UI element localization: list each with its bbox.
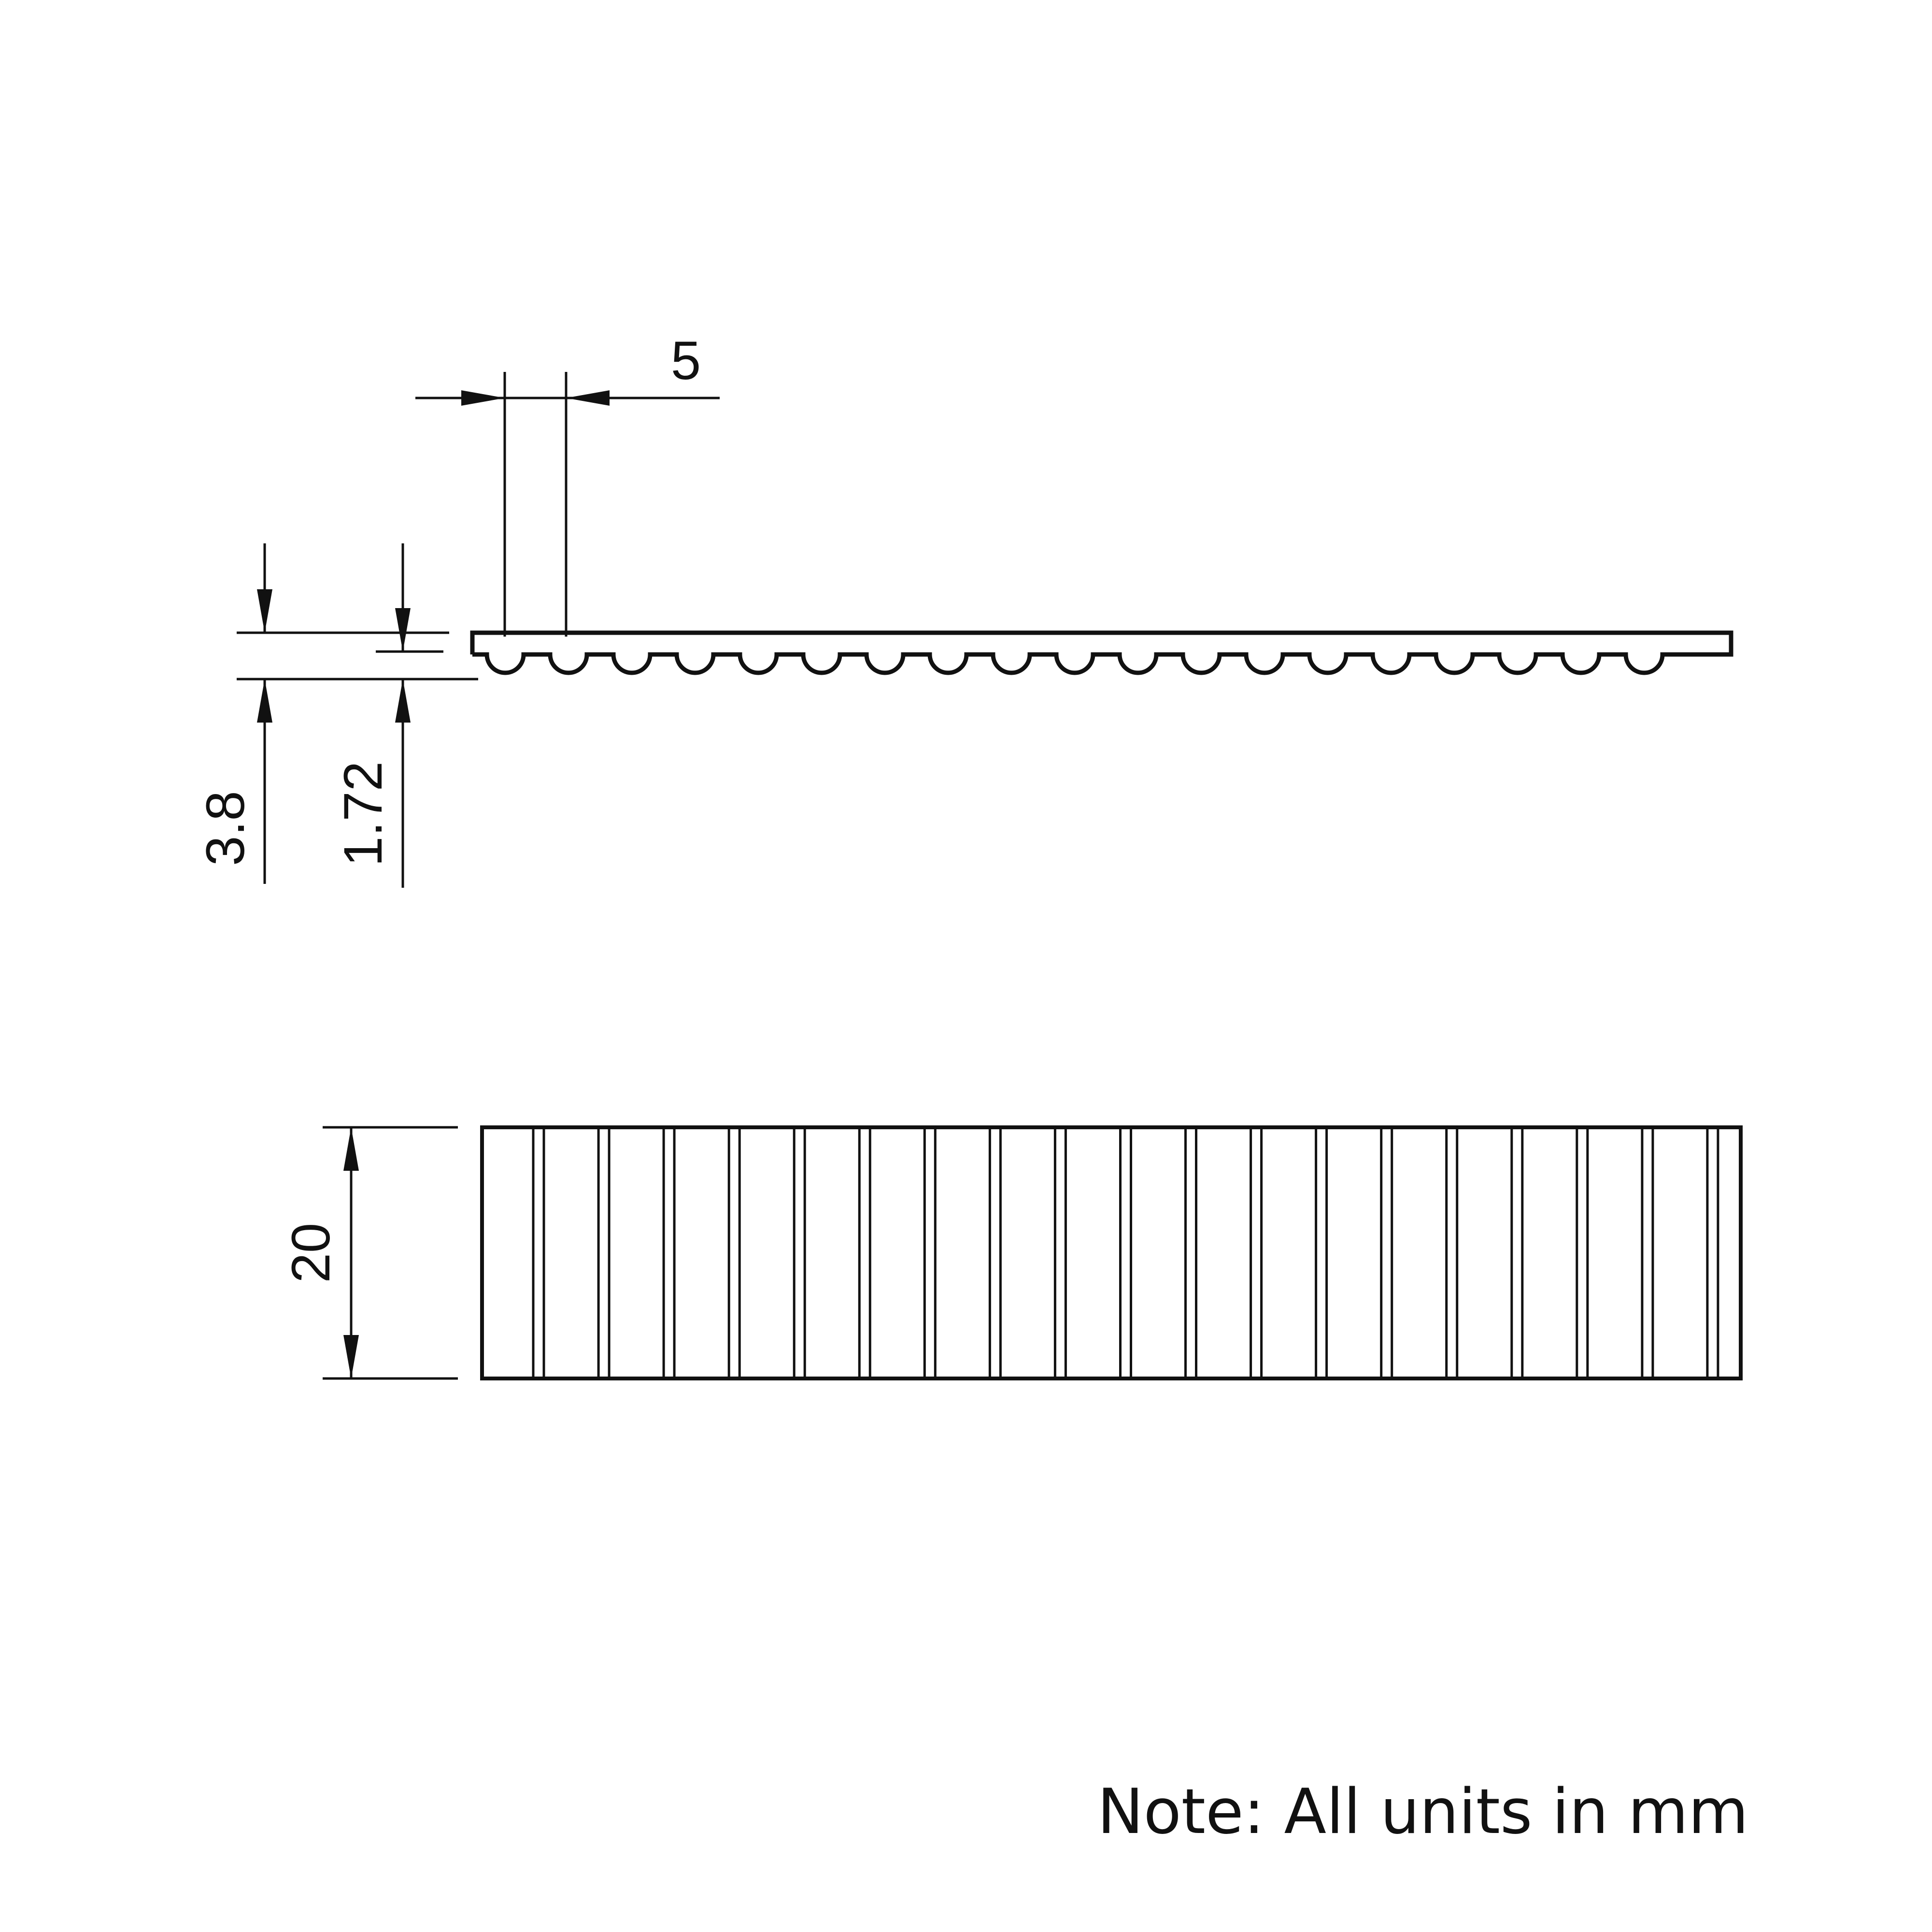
width-arrowhead-bottom — [343, 1335, 359, 1378]
pitch-arrowhead-left — [461, 390, 505, 406]
side-profile-view — [470, 630, 1733, 675]
tooth-arrowhead-bottom — [395, 679, 411, 723]
total-height-dimension: 3.8 — [195, 543, 478, 884]
width-arrowhead-top — [343, 1127, 359, 1171]
units-note: Note: All units in mm — [1097, 1776, 1748, 1848]
belt-rib-lines — [532, 1127, 1719, 1378]
tooth-arrowhead-top — [395, 608, 411, 652]
pitch-arrowhead-right — [566, 390, 610, 406]
belt-tooth-profile — [470, 630, 1733, 675]
belt-top-view-outline — [480, 1125, 1743, 1380]
tooth-height-label: 1.72 — [333, 761, 393, 867]
top-view — [480, 1125, 1743, 1380]
belt-width-dimension: 20 — [281, 1126, 458, 1380]
total-height-label: 3.8 — [195, 791, 256, 866]
height-arrowhead-top — [257, 589, 272, 633]
pitch-dimension: 5 — [415, 330, 720, 637]
pitch-dimension-label: 5 — [671, 330, 701, 391]
tooth-height-dimension: 1.72 — [333, 543, 443, 888]
height-arrowhead-bottom — [257, 679, 272, 723]
belt-width-label: 20 — [281, 1223, 341, 1283]
